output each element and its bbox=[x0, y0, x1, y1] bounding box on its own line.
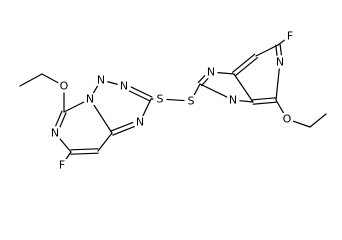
bond-stroke bbox=[41, 73, 59, 84]
bond-stroke bbox=[93, 104, 113, 134]
bond-stroke bbox=[233, 73, 254, 103]
bond-a17-a25 bbox=[233, 73, 254, 103]
bond-stroke bbox=[92, 85, 99, 94]
bond-stroke bbox=[234, 57, 258, 77]
bond-stroke bbox=[279, 44, 282, 56]
atom-label-background bbox=[57, 159, 67, 171]
bond-a4-a5 bbox=[92, 85, 99, 94]
bond-a19-a21 bbox=[275, 44, 282, 56]
bond-a23-a24 bbox=[293, 120, 311, 128]
bond-a1-a0 bbox=[41, 73, 59, 84]
bond-stroke bbox=[275, 68, 280, 101]
bond-stroke bbox=[59, 112, 67, 129]
bond-a7-a27 bbox=[142, 98, 152, 117]
bond-stroke bbox=[217, 72, 235, 75]
bond-a9-a10 bbox=[58, 137, 72, 153]
bond-a16-a17 bbox=[217, 72, 235, 75]
bond-stroke bbox=[19, 73, 43, 87]
bond-a18-a19 bbox=[255, 44, 279, 57]
bond-a11-a12 bbox=[97, 132, 113, 152]
bond-a10-a13 bbox=[65, 151, 72, 160]
atom-label-background bbox=[206, 66, 216, 78]
atom-label-o: O bbox=[283, 113, 292, 126]
bond-a15-a26 bbox=[199, 83, 228, 98]
atom-label-background bbox=[59, 80, 69, 92]
atom-label-f: F bbox=[287, 30, 293, 43]
atom-label-background bbox=[275, 56, 285, 68]
atom-label-s: S bbox=[188, 95, 195, 108]
bond-stroke bbox=[197, 75, 206, 84]
bond-stroke bbox=[55, 110, 63, 127]
atom-label-n: N bbox=[276, 56, 284, 69]
bond-a1-a2 bbox=[19, 73, 43, 87]
bond-a12-a4 bbox=[93, 104, 113, 134]
bond-stroke bbox=[275, 99, 285, 114]
bond-a6-a7 bbox=[128, 86, 153, 102]
bond-a24-a28 bbox=[309, 113, 327, 128]
bond-stroke bbox=[293, 120, 311, 128]
bond-stroke bbox=[70, 152, 99, 155]
bond-a15-a16 bbox=[197, 75, 209, 87]
bond-stroke bbox=[275, 44, 278, 56]
bond-a3-a9 bbox=[55, 110, 67, 129]
atom-label-background bbox=[50, 127, 60, 139]
bond-a22-a25 bbox=[252, 97, 277, 105]
atom-label-background bbox=[228, 94, 238, 106]
bond-stroke bbox=[63, 101, 85, 113]
bond-stroke bbox=[239, 100, 254, 103]
bond-stroke bbox=[232, 53, 256, 73]
atom-label-n: N bbox=[97, 74, 105, 87]
bond-stroke bbox=[142, 98, 152, 117]
bond-stroke bbox=[255, 44, 279, 57]
atom-label-background bbox=[119, 80, 129, 92]
atom-label-background bbox=[96, 74, 106, 86]
bond-a5-a6 bbox=[107, 81, 118, 85]
atom-label-background bbox=[186, 95, 196, 107]
bond-stroke bbox=[252, 101, 277, 105]
bond-a8-a14 bbox=[166, 98, 185, 102]
bond-a22-a23 bbox=[275, 99, 285, 114]
atom-label-o: O bbox=[60, 80, 69, 93]
bond-stroke bbox=[65, 151, 72, 160]
atom-label-f: F bbox=[59, 159, 65, 172]
bond-stroke bbox=[58, 137, 72, 153]
bond-stroke bbox=[97, 132, 113, 152]
bond-stroke bbox=[193, 83, 201, 96]
atom-label-n: N bbox=[120, 80, 128, 93]
bond-stroke bbox=[277, 39, 285, 46]
bond-a25-a26 bbox=[239, 100, 254, 103]
atom-label-background bbox=[155, 93, 165, 105]
atom-label-background bbox=[135, 116, 145, 128]
atom-label-s: S bbox=[157, 93, 164, 106]
bond-stroke bbox=[107, 81, 118, 85]
atom-label-n: N bbox=[207, 66, 215, 79]
bond-stroke bbox=[309, 113, 327, 128]
bond-a10-a11 bbox=[70, 148, 99, 155]
bond-a19-a20 bbox=[277, 39, 285, 46]
bond-stroke bbox=[70, 148, 99, 151]
bond-stroke bbox=[130, 86, 153, 98]
bond-stroke bbox=[110, 121, 134, 132]
bond-stroke bbox=[112, 126, 135, 136]
bond-stroke bbox=[252, 97, 277, 101]
atom-label-n: N bbox=[229, 94, 237, 107]
atom-label-n: N bbox=[51, 127, 59, 140]
bond-stroke bbox=[166, 98, 185, 102]
atom-label-n: N bbox=[136, 116, 144, 129]
bond-a21-a22 bbox=[275, 68, 280, 101]
atom-label-n: N bbox=[86, 93, 94, 106]
bond-layer bbox=[19, 39, 327, 160]
bond-stroke bbox=[128, 90, 151, 102]
bond-stroke bbox=[199, 83, 228, 98]
bond-stroke bbox=[201, 78, 209, 87]
bond-a14-a15 bbox=[193, 83, 201, 96]
atom-label-background bbox=[285, 30, 295, 42]
atom-label-background bbox=[85, 93, 95, 105]
bond-a12-a27 bbox=[110, 121, 135, 136]
bond-a17-a18 bbox=[232, 53, 258, 77]
bond-a3-a4 bbox=[63, 101, 85, 113]
atom-label-background bbox=[282, 113, 292, 125]
